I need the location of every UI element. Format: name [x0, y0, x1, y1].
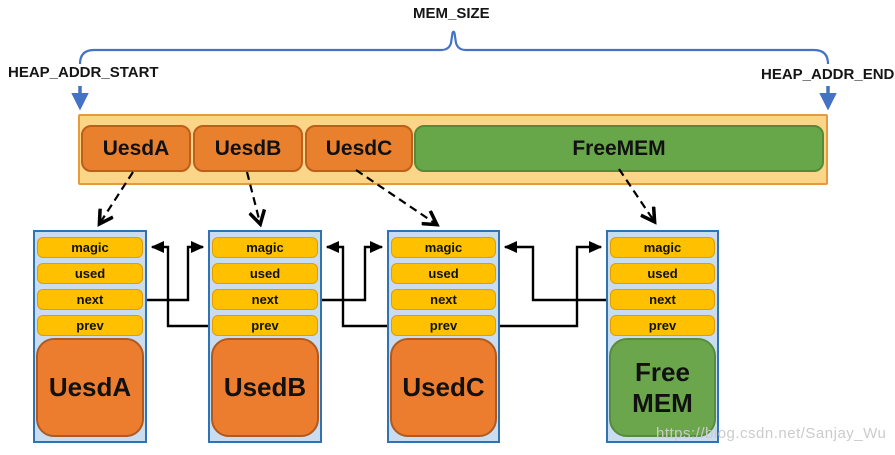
heap-block-usedc: magic used next prev UsedC — [387, 230, 500, 443]
field-prev: prev — [610, 315, 715, 336]
field-used: used — [391, 263, 496, 284]
memory-bar: UesdA UesdB UesdC FreeMEM — [78, 114, 828, 185]
next-link-block1-to-block2 — [147, 241, 205, 302]
bar-segment-uesda: UesdA — [81, 125, 191, 172]
heap-addr-start-label: HEAP_ADDR_START — [8, 64, 159, 81]
field-next: next — [391, 289, 496, 310]
field-next: next — [610, 289, 715, 310]
mem-size-label: MEM_SIZE — [413, 5, 490, 22]
free-line-1: Free — [635, 356, 690, 387]
field-prev: prev — [37, 315, 143, 336]
block-body-usedc: UsedC — [390, 338, 497, 437]
mem-size-bracket — [78, 30, 830, 65]
watermark: https://blog.csdn.net/Sanjay_Wu — [656, 425, 887, 442]
next-link-block2-to-block3 — [322, 241, 384, 302]
next-link-block4-to-block3 — [503, 241, 606, 302]
free-line-2: MEM — [632, 387, 693, 418]
bar-segment-freemem: FreeMEM — [414, 125, 824, 172]
field-next: next — [37, 289, 143, 310]
block-body-usedb: UsedB — [211, 338, 319, 437]
field-prev: prev — [391, 315, 496, 336]
bar-segment-uesdb: UesdB — [193, 125, 303, 172]
field-magic: magic — [610, 237, 715, 258]
field-prev: prev — [212, 315, 318, 336]
bar-segment-uesdc: UesdC — [305, 125, 413, 172]
prev-link-block3-to-block2 — [325, 241, 387, 328]
field-magic: magic — [37, 237, 143, 258]
field-magic: magic — [212, 237, 318, 258]
heap-block-usedb: magic used next prev UsedB — [208, 230, 322, 443]
heap-block-freemem: magic used next prev Free MEM — [606, 230, 719, 443]
field-used: used — [212, 263, 318, 284]
prev-link-block2-to-block1 — [150, 241, 208, 328]
prev-link-block3-to-block4 — [500, 241, 603, 328]
field-used: used — [37, 263, 143, 284]
block-body-freemem: Free MEM — [609, 338, 716, 437]
heap-addr-end-label: HEAP_ADDR_END — [761, 66, 895, 83]
block-body-uesda: UesdA — [36, 338, 144, 437]
heap-block-uesda: magic used next prev UesdA — [33, 230, 147, 443]
field-magic: magic — [391, 237, 496, 258]
field-next: next — [212, 289, 318, 310]
field-used: used — [610, 263, 715, 284]
